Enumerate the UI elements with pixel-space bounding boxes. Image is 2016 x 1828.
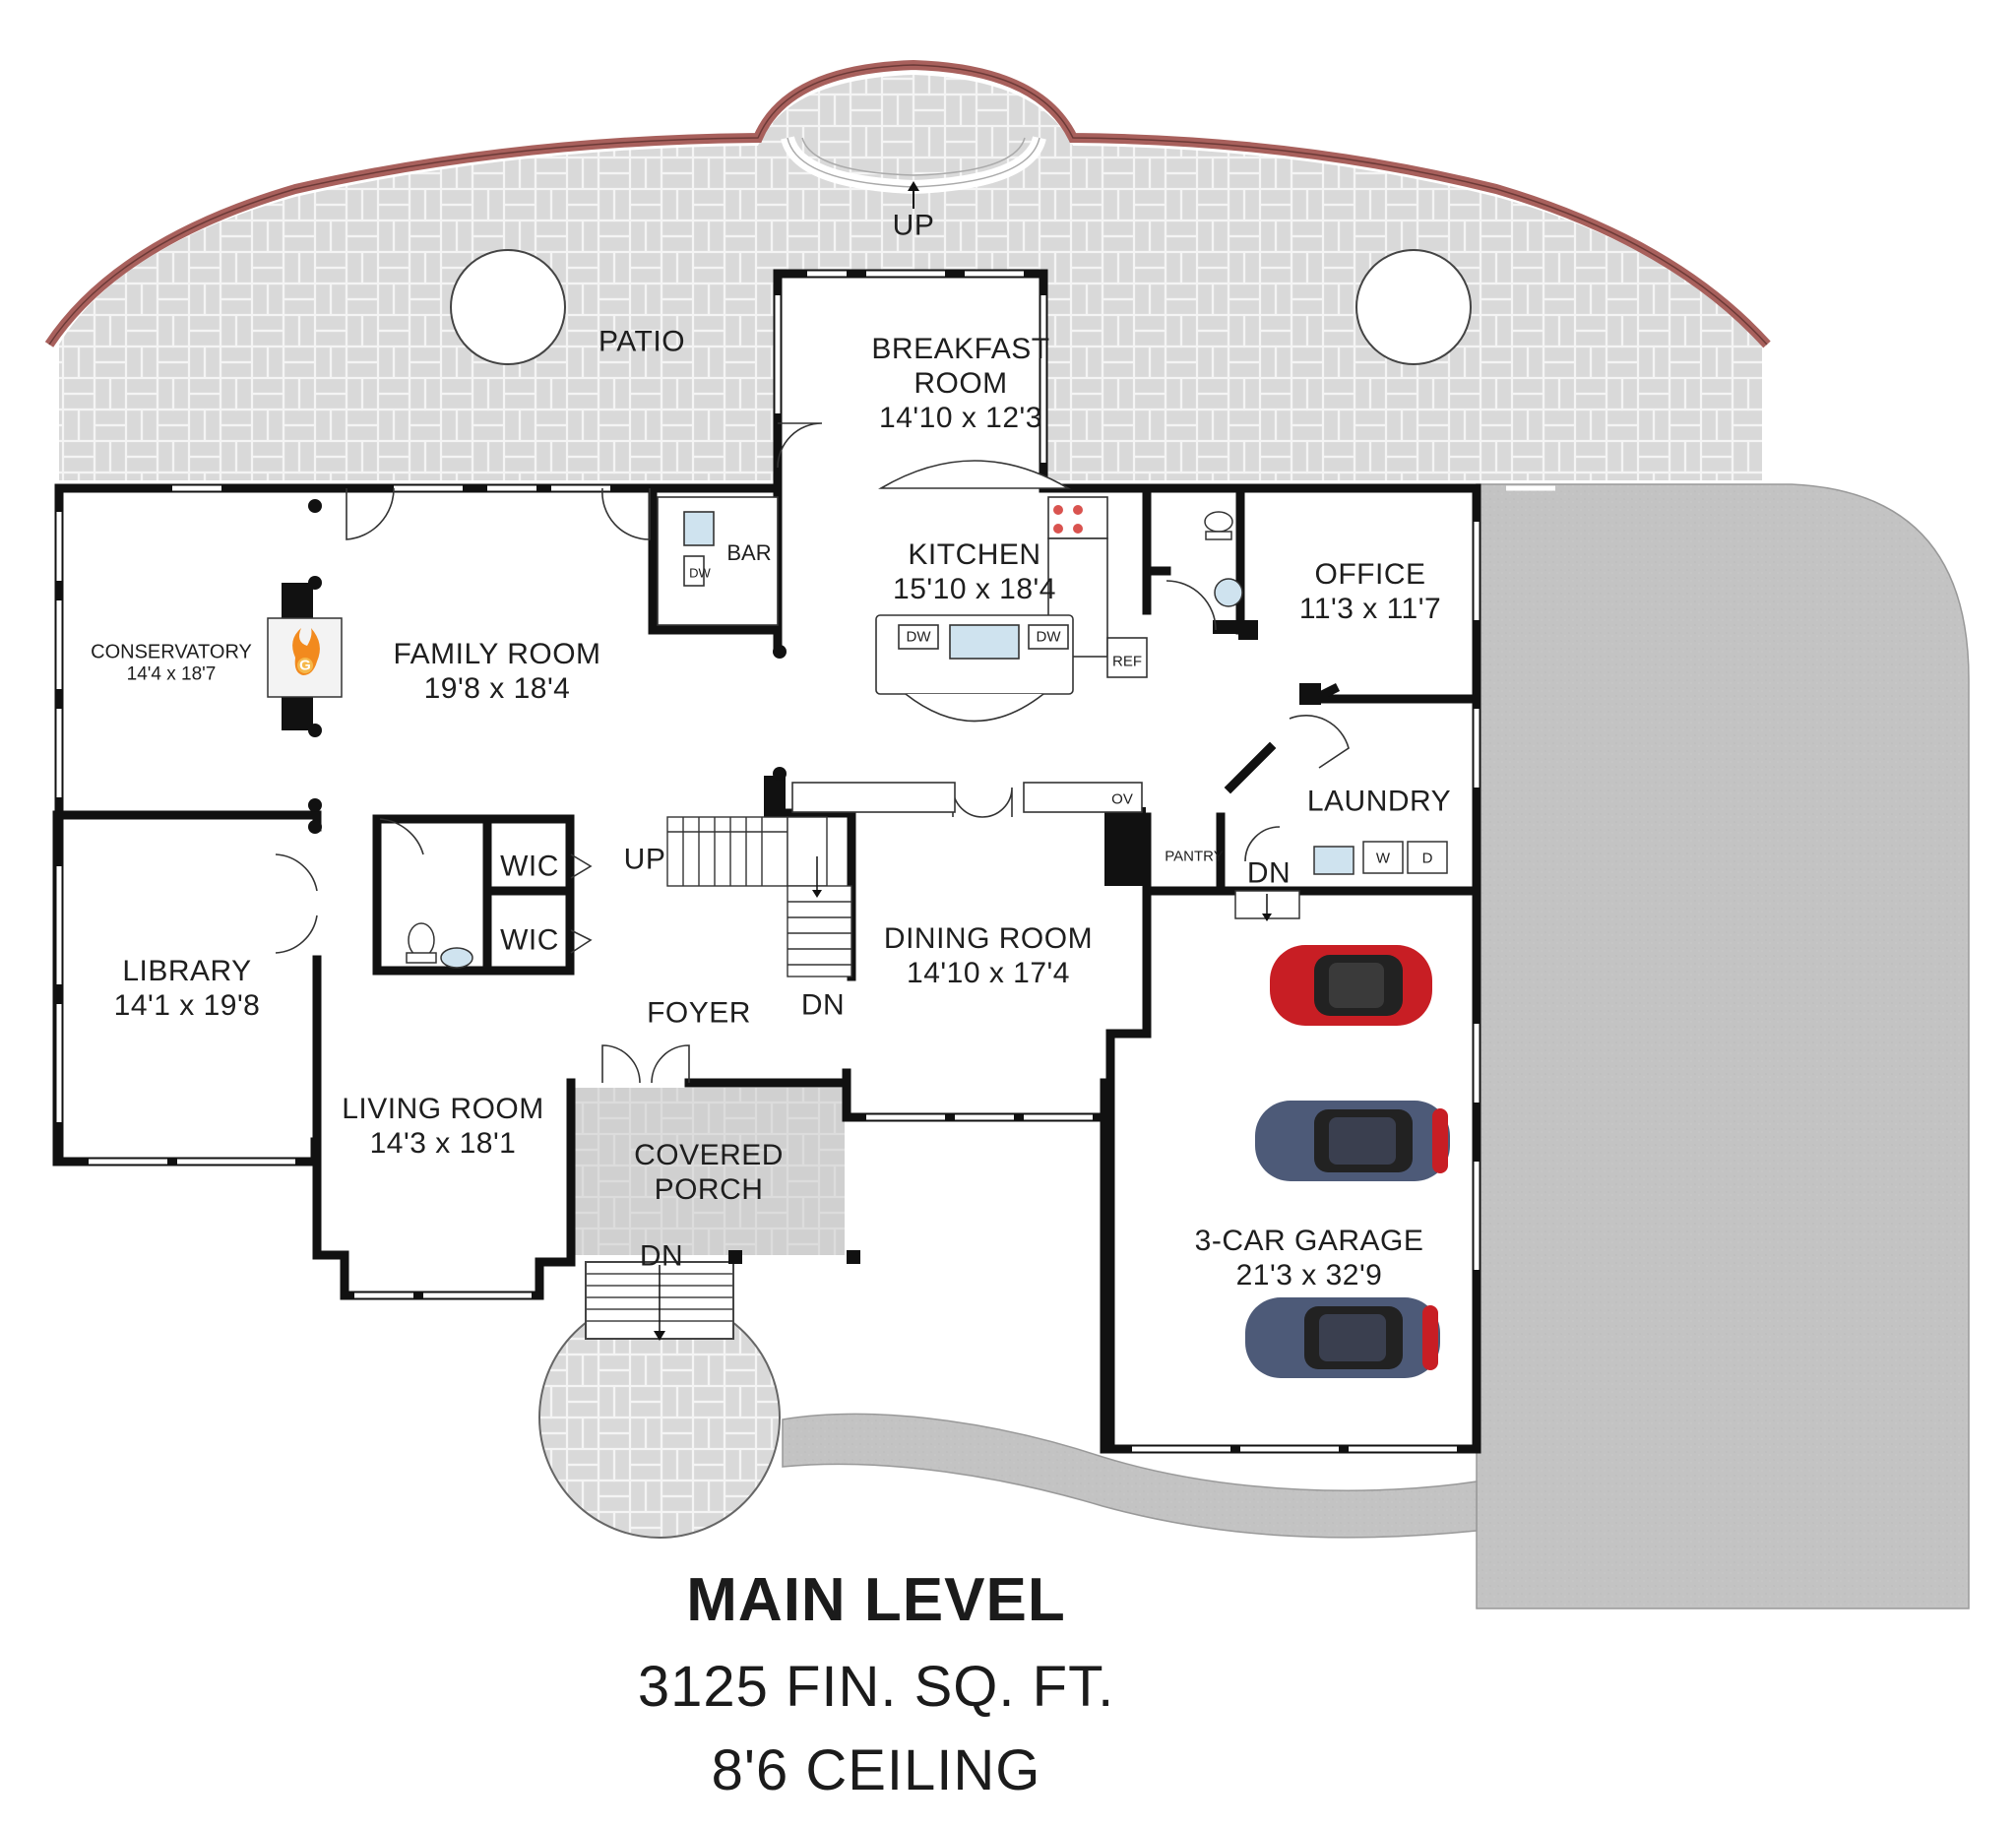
foyer-label: FOYER [647, 996, 751, 1030]
patio-label: PATIO [598, 325, 686, 358]
pantry-label: PANTRY [1165, 848, 1224, 865]
dw-left-label: DW [906, 628, 931, 646]
ov-label: OV [1111, 790, 1133, 808]
patio-up-label: UP [892, 209, 935, 242]
garage-down-label: DN [1246, 856, 1292, 890]
washer-label: W [1375, 850, 1391, 867]
planter-left [450, 249, 566, 365]
planter-right [1355, 249, 1472, 365]
dw-bar-label: DW [689, 565, 711, 581]
cooktop [1053, 505, 1083, 534]
walkway [782, 1413, 1478, 1539]
car-blue-1 [1255, 1101, 1450, 1181]
driveway [1476, 483, 1970, 1609]
car-blue-2 [1245, 1297, 1440, 1378]
ref-label: REF [1112, 653, 1142, 670]
fireplace-gas-label: G [299, 657, 311, 674]
dryer-label: D [1421, 850, 1433, 867]
doors [275, 422, 1350, 1084]
columns [308, 499, 1321, 1264]
bar-label: BAR [726, 540, 772, 566]
porch-down-label: DN [639, 1239, 684, 1273]
car-red [1270, 945, 1432, 1026]
bath-fixtures [406, 511, 1448, 969]
ceiling-height: 8'6 CEILING [711, 1738, 1041, 1802]
level-title: MAIN LEVEL [686, 1566, 1066, 1634]
laundry-label: LAUNDRY [1306, 785, 1452, 818]
wic-2-label: WIC [500, 923, 559, 957]
stair-up-label: UP [623, 843, 666, 876]
wic-1-label: WIC [500, 850, 559, 883]
windows [56, 271, 1555, 1452]
finished-area: 3125 FIN. SQ. FT. [637, 1655, 1115, 1719]
main-stair [666, 816, 852, 977]
dw-right-label: DW [1036, 628, 1061, 646]
fireplace [267, 583, 343, 730]
stair-down-label: DN [800, 988, 846, 1022]
